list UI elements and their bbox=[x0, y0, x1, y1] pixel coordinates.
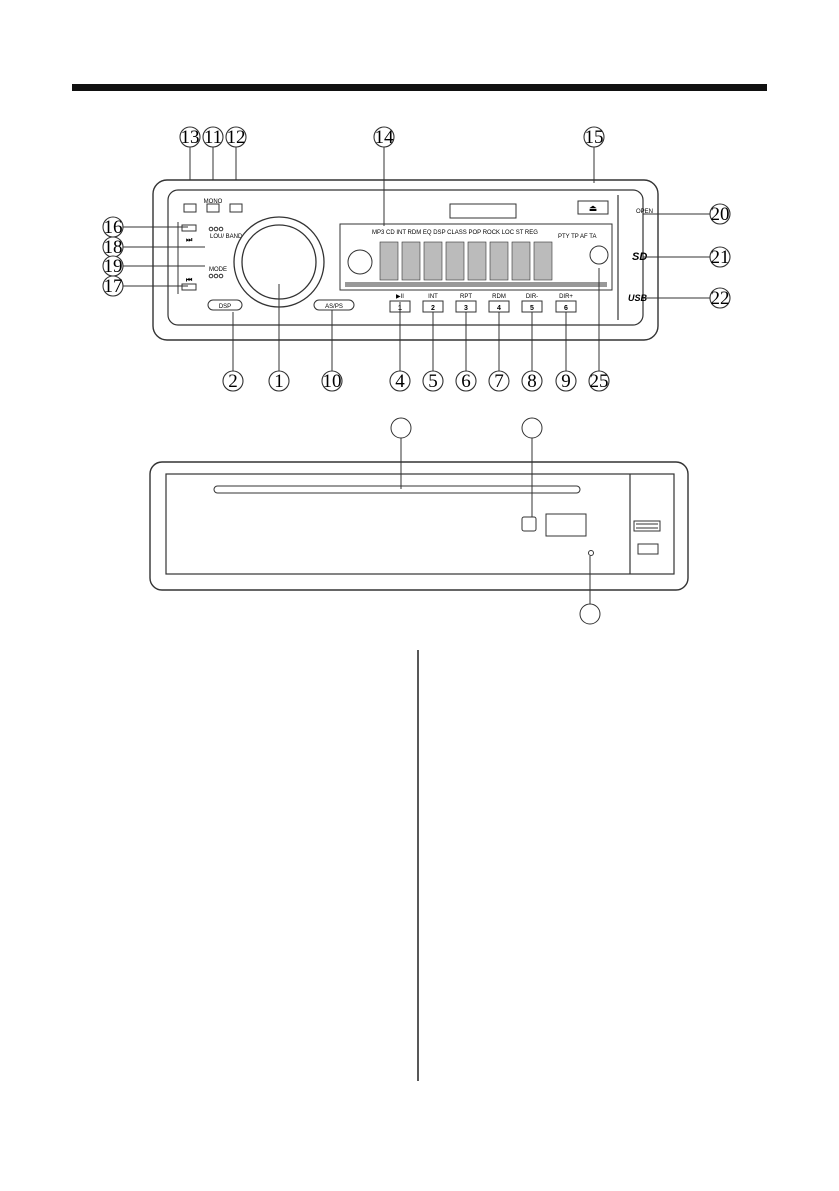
callout-blank-2 bbox=[521, 417, 543, 439]
usb-slot bbox=[637, 543, 659, 555]
lcd-bar bbox=[345, 282, 607, 287]
callout-circle-15 bbox=[583, 126, 605, 148]
callout-circle-17 bbox=[102, 275, 124, 297]
callout-number: 17 bbox=[104, 276, 123, 297]
callout-number: 19 bbox=[104, 256, 123, 277]
asps-button[interactable] bbox=[313, 299, 355, 311]
callout-blank-1 bbox=[390, 417, 412, 439]
callout-number: 7 bbox=[494, 371, 504, 392]
callout-number: 18 bbox=[104, 237, 123, 258]
mono-label: MONO bbox=[204, 199, 223, 205]
preset-number: 6 bbox=[564, 305, 568, 312]
dsp-label: DSP bbox=[219, 304, 231, 310]
callout-circle-6 bbox=[455, 370, 477, 392]
preset-top-label: DIR+ bbox=[559, 294, 573, 300]
usb-logo: USB bbox=[628, 293, 648, 303]
callout-number: 4 bbox=[395, 371, 405, 392]
callout-circle-14 bbox=[373, 126, 395, 148]
lcd-digit-groups bbox=[379, 241, 553, 281]
button-12[interactable] bbox=[229, 203, 243, 213]
callout-circle-20 bbox=[709, 203, 731, 225]
front-panel-diagram: MONO ⏏ ⏭ ⏮ LOU/ BAND MODE MP3 CD INT RDM… bbox=[152, 179, 659, 341]
back-led bbox=[588, 550, 594, 556]
mono-button[interactable] bbox=[206, 203, 220, 213]
callout-number: 14 bbox=[375, 127, 395, 148]
callout-number: 16 bbox=[104, 217, 123, 238]
prev-icon: ⏮ bbox=[186, 277, 193, 284]
disc-slot bbox=[213, 485, 581, 494]
lcd-display bbox=[339, 223, 613, 291]
faceplate-back-diagram bbox=[149, 417, 689, 625]
callout-circle-13 bbox=[179, 126, 201, 148]
callout-number: 9 bbox=[561, 371, 571, 392]
open-label: OPEN bbox=[636, 209, 653, 215]
sd-slot-icon bbox=[633, 520, 661, 532]
preset-number: 4 bbox=[497, 305, 501, 312]
preset-number: 5 bbox=[530, 305, 534, 312]
eject-icon: ⏏ bbox=[589, 203, 598, 213]
lcd-disc-icon bbox=[347, 249, 373, 275]
callout-number: 20 bbox=[711, 204, 730, 225]
callout-number: 2 bbox=[228, 371, 238, 392]
preset-number: 2 bbox=[431, 305, 435, 312]
button-17[interactable] bbox=[181, 283, 197, 291]
callout-number: 15 bbox=[585, 127, 604, 148]
panel-outer-frame bbox=[152, 179, 659, 341]
callout-number: 6 bbox=[461, 371, 471, 392]
callout-circle-7 bbox=[488, 370, 510, 392]
header-rule bbox=[72, 84, 767, 91]
back-outer-frame bbox=[149, 461, 689, 591]
callout-circle-25 bbox=[588, 370, 610, 392]
callout-number: 8 bbox=[527, 371, 537, 392]
button-13[interactable] bbox=[183, 203, 197, 213]
lou-band-label: LOU/ BAND bbox=[210, 234, 243, 240]
callout-number: 22 bbox=[711, 288, 730, 309]
eject-button[interactable] bbox=[577, 200, 609, 215]
button-16[interactable] bbox=[181, 224, 197, 232]
asps-label: AS/PS bbox=[325, 304, 343, 310]
callout-number: 5 bbox=[428, 371, 438, 392]
mode-label: MODE bbox=[209, 267, 227, 273]
preset-top-label: RDM bbox=[492, 294, 506, 300]
callout-number: 21 bbox=[711, 247, 730, 268]
callout-number: 12 bbox=[227, 127, 246, 148]
ir-sensor bbox=[589, 245, 609, 265]
flip-slot bbox=[449, 203, 517, 219]
reset-button[interactable] bbox=[521, 516, 537, 532]
preset-top-label: ▶II bbox=[396, 294, 404, 300]
preset-top-label: INT bbox=[428, 294, 438, 300]
callout-blank-3 bbox=[579, 603, 601, 625]
callout-circle-4 bbox=[389, 370, 411, 392]
callout-circle-9 bbox=[555, 370, 577, 392]
preset-number: 3 bbox=[464, 305, 468, 312]
callout-circle-12 bbox=[225, 126, 247, 148]
sd-logo: SD bbox=[632, 251, 647, 263]
next-icon: ⏭ bbox=[186, 237, 193, 244]
callout-circle-8 bbox=[521, 370, 543, 392]
callout-number: 11 bbox=[204, 127, 222, 148]
callout-number: 1 bbox=[274, 371, 284, 392]
lcd-indicators: MP3 CD INT RDM EQ DSP CLASS POP ROCK LOC… bbox=[372, 230, 538, 236]
dsp-button[interactable] bbox=[207, 299, 243, 311]
back-inner-frame bbox=[165, 473, 675, 575]
indicator-dots bbox=[208, 226, 224, 279]
callout-circle-11 bbox=[202, 126, 224, 148]
callout-number: 25 bbox=[590, 371, 609, 392]
callout-circle-5 bbox=[422, 370, 444, 392]
callout-circle-2 bbox=[222, 370, 244, 392]
callout-number: 13 bbox=[181, 127, 200, 148]
callout-circle-10 bbox=[321, 370, 343, 392]
callout-circle-22 bbox=[709, 287, 731, 309]
preset-top-label: RPT bbox=[460, 294, 472, 300]
callout-number: 10 bbox=[323, 371, 342, 392]
lcd-right-indicators: PTY TP AF TA bbox=[558, 234, 596, 240]
preset-top-label: DIR- bbox=[526, 294, 538, 300]
back-window bbox=[545, 513, 587, 537]
callout-circle-1 bbox=[268, 370, 290, 392]
callout-circle-21 bbox=[709, 246, 731, 268]
